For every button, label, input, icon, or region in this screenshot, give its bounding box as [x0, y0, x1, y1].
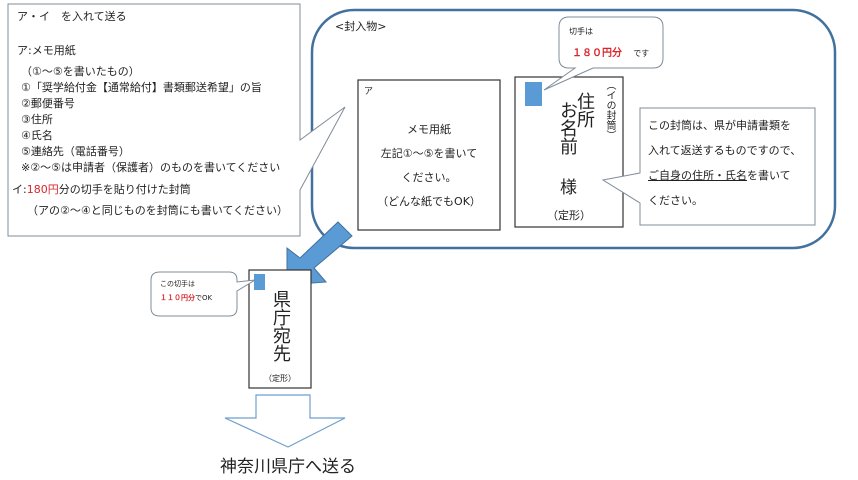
memo-text: メモ用紙 左記①～⑤を書いて ください。 （どんな紙でもOK）	[358, 118, 500, 214]
stamp-callout-amount-line: １８０円分 です	[572, 44, 649, 59]
note-underlined: ご自身の住所・氏名	[648, 169, 747, 182]
envelope-name: お名前	[557, 101, 578, 155]
enclosure-title: <封入物>	[335, 20, 387, 33]
stamp-icon	[254, 274, 265, 290]
item-a-line: ⑤連絡先（電話番号）	[21, 145, 130, 158]
memo-line: メモ用紙	[407, 123, 451, 136]
memo-line: 左記①～⑤を書いて	[380, 147, 478, 160]
item-i-prefix: イ:	[12, 183, 27, 196]
outer-envelope-address: 県庁宛先	[270, 290, 291, 362]
item-i-line: イ:180円分の切手を貼り付けた封筒	[12, 182, 191, 198]
item-a-line: ③住所	[21, 113, 53, 126]
note-line: この封筒は、県が申請書類を	[648, 119, 791, 132]
small-callout-suffix: でOK	[195, 294, 213, 302]
item-i-note: （アの②～④と同じものを封筒にも書いてください）	[27, 204, 289, 217]
stamp-callout-amount: １８０円分	[572, 48, 622, 59]
envelope-side-label: （イの封筒）	[604, 80, 615, 140]
note-line: 入れて返送するものですので、	[648, 144, 802, 157]
memo-line: （どんな紙でもOK）	[377, 195, 481, 208]
stamp-callout-shape	[543, 16, 664, 91]
instructions-callout	[7, 3, 346, 237]
envelope-address: 住所	[574, 92, 595, 128]
small-callout-line1: この切手は	[160, 280, 195, 288]
down-arrow-icon	[224, 394, 346, 448]
destination-label: 神奈川県庁へ送る	[220, 457, 356, 477]
item-a-lines: （①～⑤を書いたもの） ①「奨学給付金【通常給付】書類郵送希望」の旨 ②郵便番号…	[21, 64, 280, 176]
small-callout-amount: １１０円分	[160, 294, 195, 302]
note-line: ください。	[648, 194, 703, 207]
memo-label: ア	[364, 87, 374, 97]
stamp-callout-line1: 切手は	[569, 27, 593, 36]
note-callout-text: この封筒は、県が申請書類を 入れて返送するものですので、 ご自身の住所・氏名を書…	[648, 113, 801, 213]
item-a-line: ①「奨学給付金【通常給付】書類郵送希望」の旨	[21, 81, 262, 94]
small-stamp-callout-shape	[150, 271, 256, 317]
note-rest: を書いて	[747, 169, 791, 182]
note-line: ご自身の住所・氏名を書いて	[648, 163, 801, 188]
item-a-line: （①～⑤を書いたもの）	[21, 65, 140, 78]
stamp-icon	[525, 82, 542, 106]
envelope-size: （定形）	[547, 209, 591, 222]
memo-paper-shape	[357, 79, 501, 231]
small-callout-amount-line: １１０円分でOK	[160, 293, 212, 303]
stamp-callout-suffix: です	[633, 49, 650, 58]
item-a-line: ④氏名	[21, 129, 53, 142]
instructions-title: ア・イ を入れて送る	[17, 10, 127, 23]
item-a-label: ア:メモ用紙	[17, 44, 76, 57]
item-a-line: ※②～⑤は申請者（保護者）のものを書いてください	[21, 161, 281, 174]
item-a-line: ②郵便番号	[21, 97, 75, 110]
memo-line: ください。	[401, 171, 457, 184]
envelope-honorific: 様	[560, 178, 577, 198]
note-callout-shape	[601, 107, 816, 226]
item-i-suffix: 分の切手を貼り付けた封筒	[58, 183, 191, 196]
item-i-amount: 180円	[26, 183, 59, 196]
outer-envelope-size: （定形）	[264, 374, 296, 383]
